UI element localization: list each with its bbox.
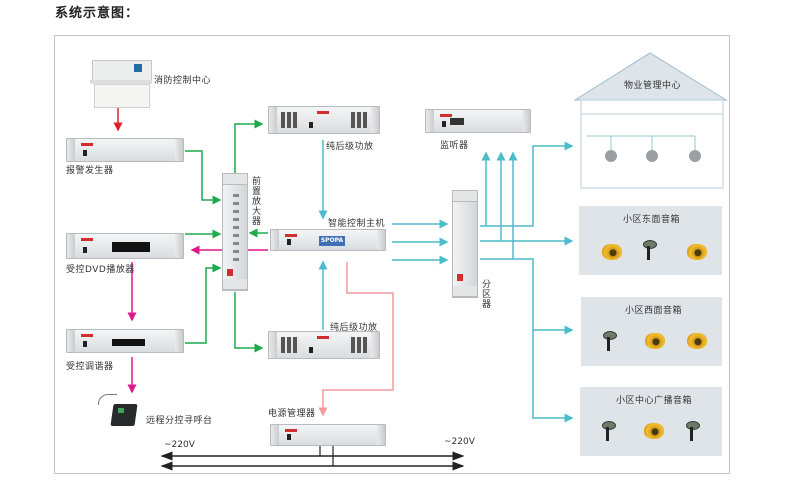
rock-speaker-icon bbox=[687, 244, 707, 260]
power-amp-top-label: 纯后级功放 bbox=[326, 142, 374, 152]
main-controller-device: SPOPA bbox=[270, 229, 386, 251]
fire-control-center-label: 消防控制中心 bbox=[154, 76, 212, 86]
rock-speaker-icon bbox=[602, 244, 622, 260]
remote-paging-label: 远程分控寻呼台 bbox=[146, 416, 213, 426]
zone-divider-label: 分区器 bbox=[480, 279, 490, 309]
power-amp-top-device bbox=[268, 106, 380, 134]
rock-speaker-icon bbox=[644, 423, 664, 439]
preamp-label: 前置放大器 bbox=[250, 176, 260, 226]
zone-west: 小区西面音箱 bbox=[581, 297, 722, 366]
garden-speaker-icon bbox=[643, 240, 657, 260]
diagram-frame bbox=[54, 35, 730, 474]
monitor-device bbox=[425, 109, 531, 133]
power-manager-device bbox=[270, 424, 386, 446]
dvd-player-device bbox=[66, 233, 184, 259]
remote-paging-console bbox=[98, 392, 138, 428]
alarm-generator-label: 报警发生器 bbox=[66, 166, 114, 176]
preamp-device bbox=[222, 173, 248, 291]
dvd-player-label: 受控DVD播放器 bbox=[66, 265, 135, 275]
link-preamp-to-amp-bottom bbox=[234, 292, 264, 353]
garden-speaker-icon bbox=[602, 421, 616, 441]
tuner-device bbox=[66, 329, 184, 353]
zone-center: 小区中心广播音箱 bbox=[580, 387, 722, 456]
rock-speaker-icon bbox=[687, 333, 707, 349]
monitor-label: 监听器 bbox=[440, 141, 469, 151]
garden-speaker-icon bbox=[686, 421, 700, 441]
link-controller-to-power-manager bbox=[318, 262, 394, 417]
voltage-right-label: ~220V bbox=[444, 437, 475, 447]
power-amp-bottom-device bbox=[268, 331, 380, 359]
brand-badge: SPOPA bbox=[319, 236, 345, 246]
zone-center-label: 小区中心广播音箱 bbox=[616, 396, 693, 406]
link-divider-to-property bbox=[480, 141, 574, 227]
zone-east: 小区东面音箱 bbox=[579, 206, 722, 275]
zone-divider-device bbox=[452, 190, 478, 298]
link-preamp-to-amp-top bbox=[234, 119, 264, 174]
main-controller-label: 智能控制主机 bbox=[328, 219, 386, 229]
ceiling-speaker-icon bbox=[689, 150, 701, 162]
ceiling-speaker-icon bbox=[605, 150, 617, 162]
fire-control-console bbox=[90, 60, 152, 108]
zone-west-label: 小区西面音箱 bbox=[625, 306, 683, 316]
power-amp-bottom-label: 纯后级功放 bbox=[330, 323, 378, 333]
link-alarm-to-preamp bbox=[185, 150, 222, 205]
zone-property-center-label: 物业管理中心 bbox=[624, 81, 682, 91]
link-divider-to-west-center bbox=[480, 258, 574, 423]
page-title: 系统示意图： bbox=[55, 6, 140, 21]
alarm-generator-device bbox=[66, 138, 184, 162]
link-tuner-to-preamp bbox=[185, 263, 222, 344]
tuner-label: 受控调谐器 bbox=[66, 362, 114, 372]
rock-speaker-icon bbox=[645, 333, 665, 349]
garden-speaker-icon bbox=[603, 331, 617, 351]
ceiling-speaker-icon bbox=[646, 150, 658, 162]
zone-east-label: 小区东面音箱 bbox=[623, 215, 681, 225]
voltage-left-label: ~220V bbox=[164, 440, 195, 450]
building-roof bbox=[573, 52, 728, 101]
power-manager-label: 电源管理器 bbox=[268, 409, 316, 419]
